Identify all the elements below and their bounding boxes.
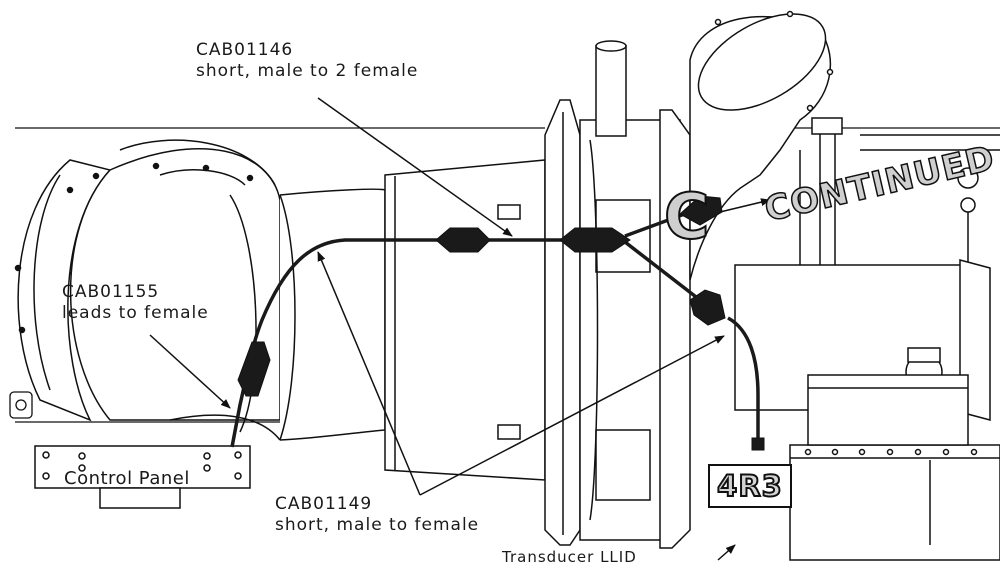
starter-panel [789, 374, 1000, 561]
left-waterbox [14, 139, 281, 422]
callout-description: leads to female [62, 303, 209, 323]
callout-cab01155: CAB01155 leads to female [62, 282, 209, 324]
motor-housing [734, 117, 1000, 421]
cone-section [384, 159, 546, 481]
callout-part-number: CAB01149 [275, 494, 373, 514]
control-panel-box [34, 445, 251, 509]
callout-cab01146: CAB01146 short, male to 2 female [196, 40, 418, 82]
top-pipe [595, 40, 627, 137]
flange-assembly [544, 99, 691, 549]
continuation-letter: C [663, 180, 710, 253]
flow-switch [9, 391, 33, 419]
elbow-volute [689, 10, 834, 281]
cable-connectors [237, 195, 765, 451]
callout-cab01149: CAB01149 short, male to female [275, 494, 479, 536]
llid-leader [717, 544, 736, 561]
callout-part-number: CAB01146 [196, 40, 294, 60]
transducer-llid-label: Transducer LLID [502, 548, 637, 566]
callout-part-number: CAB01155 [62, 282, 160, 302]
control-panel-label: Control Panel [64, 468, 190, 489]
callout-description: short, male to female [275, 515, 480, 535]
llid-code-box: 4R3 [708, 464, 792, 508]
callout-description: short, male to 2 female [196, 61, 419, 81]
callout-leaders [149, 97, 771, 496]
